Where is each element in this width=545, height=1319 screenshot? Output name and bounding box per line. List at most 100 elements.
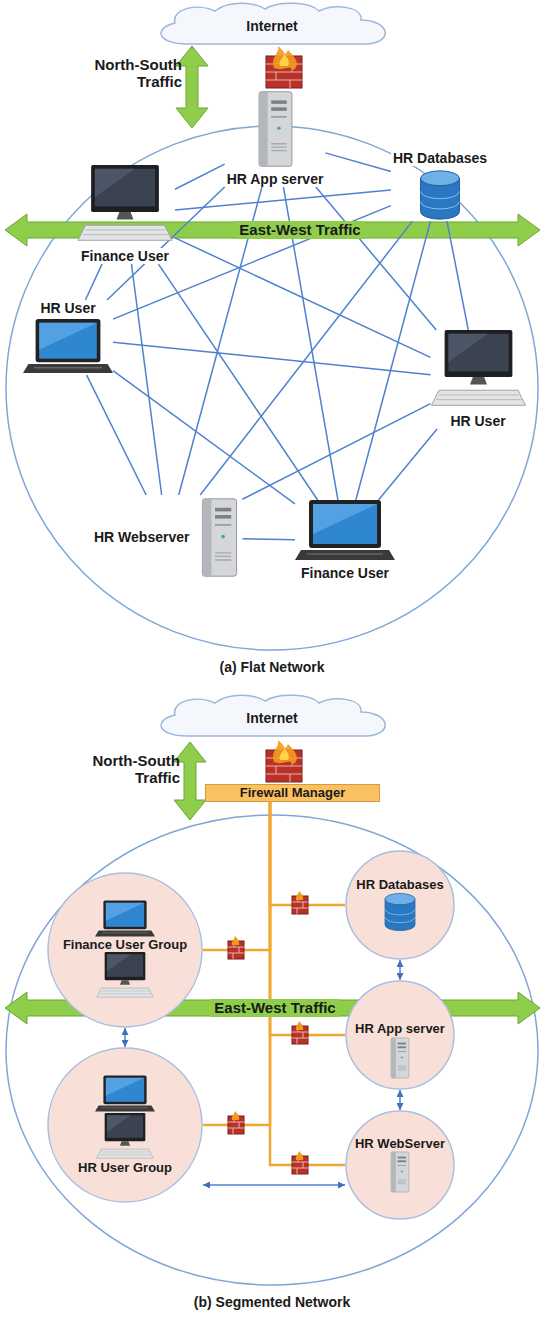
- drawing-path: [280, 748, 289, 760]
- drawing-path: [307, 553, 383, 555]
- segment-outline: [346, 981, 454, 1089]
- node-label: HR Webserver: [92, 529, 191, 545]
- drawing-div: Internet: [147, 2, 397, 46]
- node-label: Internet: [246, 710, 297, 726]
- traffic-label: North-South Traffic: [66, 752, 180, 787]
- segment-outline: [346, 1111, 454, 1219]
- segment-firewall-icon: [292, 1021, 308, 1044]
- drawing-div: Finance User: [295, 500, 395, 581]
- drawing-rect: [444, 330, 512, 377]
- device-node: HR User: [23, 300, 113, 375]
- drawing-rect: [203, 499, 237, 576]
- drawing-div: HR Databases: [391, 150, 489, 221]
- policy-bus-line: [270, 802, 345, 905]
- drawing-path: [106, 1077, 144, 1095]
- drawing-path: [23, 364, 113, 373]
- drawing-rect: [107, 1115, 143, 1138]
- drawing-rect: [271, 100, 287, 103]
- drawing-div: HR User: [431, 330, 526, 429]
- segment-firewall-icon: [292, 1151, 308, 1174]
- traffic-connector: [175, 164, 225, 189]
- drawing-rect: [309, 500, 381, 548]
- panel-caption: (b) Segmented Network: [194, 1294, 350, 1310]
- server-icon: [197, 495, 242, 580]
- drawing-ellipse: [385, 894, 415, 905]
- segment-firewall-icon: [292, 891, 308, 914]
- node-label: HR User: [448, 413, 507, 429]
- drawing-circle: [401, 1057, 403, 1059]
- drawing-div: Finance User Group: [47, 872, 203, 1028]
- drawing-path: [39, 323, 97, 350]
- drawing-rect: [391, 1038, 409, 1078]
- desktop-icon: [95, 952, 155, 1000]
- desktop-icon: [75, 165, 175, 245]
- traffic-connector: [378, 429, 437, 500]
- server-icon: [386, 1037, 414, 1079]
- drawing-div: HR Webserver: [92, 495, 242, 580]
- panel-caption: (a) Flat Network: [219, 659, 324, 675]
- drawing-path: [107, 955, 131, 972]
- device-node: HR User: [431, 330, 526, 429]
- drawing-path: [120, 1141, 130, 1146]
- segment-circle: Finance User Group: [47, 872, 203, 1028]
- drawing-rect: [398, 1050, 406, 1052]
- traffic-connector: [242, 538, 295, 540]
- traffic-connector: [175, 238, 431, 357]
- laptop-icon: [23, 319, 113, 375]
- drawing-path: [83, 230, 169, 235]
- node-label: HR Databases: [391, 150, 489, 166]
- drawing-div: HR User Group: [47, 1047, 203, 1203]
- drawing-circle: [222, 535, 226, 539]
- traffic-label: East-West Traffic: [210, 999, 339, 1016]
- drawing-rect: [95, 169, 155, 207]
- drawing-ellipse: [421, 171, 460, 186]
- drawing-rect: [391, 1152, 396, 1192]
- server-icon: [253, 90, 298, 168]
- segment-circle: HR Databases: [345, 850, 455, 960]
- node-label: Finance User Group: [63, 938, 187, 953]
- network-ellipse: [6, 126, 538, 650]
- internet-cloud: Internet: [147, 2, 397, 46]
- node-label: HR WebServer: [355, 1137, 445, 1152]
- node-label: Internet: [246, 18, 297, 34]
- drawing-rect: [107, 955, 143, 978]
- segment-circle: HR User Group: [47, 1047, 203, 1203]
- drawing-circle: [401, 1171, 403, 1173]
- drawing-path: [296, 891, 303, 900]
- traffic-arrow: [5, 214, 540, 246]
- node-label: Finance User: [299, 565, 391, 581]
- drawing-path: [102, 1107, 148, 1108]
- drawing-path: [232, 936, 239, 945]
- traffic-connector: [447, 221, 468, 330]
- policy-bus-line: [203, 802, 270, 1125]
- drawing-rect: [391, 1152, 409, 1192]
- traffic-connector: [356, 221, 431, 500]
- drawing-rect: [448, 334, 508, 372]
- segment-outline: [48, 1048, 202, 1202]
- segment-outline: [48, 873, 202, 1027]
- drawing-path: [102, 932, 148, 933]
- drawing-path: [97, 1149, 153, 1158]
- traffic-connector: [175, 190, 391, 210]
- drawing-path: [448, 334, 488, 362]
- traffic-label: North-South Traffic: [68, 56, 182, 91]
- drawing-path: [385, 910, 415, 924]
- drawing-path: [470, 377, 487, 385]
- drawing-path: [100, 1151, 151, 1154]
- drawing-rect: [398, 1157, 406, 1159]
- drawing-rect: [259, 92, 292, 167]
- drawing-path: [215, 553, 231, 560]
- drawing-path: [273, 740, 297, 764]
- drawing-path: [95, 169, 135, 197]
- device-node: HR Databases: [391, 150, 489, 221]
- firewall-icon: [266, 740, 302, 782]
- drawing-rect: [91, 165, 159, 212]
- desktop-icon: [431, 330, 526, 410]
- node-label: HR Databases: [356, 878, 443, 893]
- drawing-rect: [398, 1161, 406, 1163]
- drawing-path: [34, 367, 102, 368]
- drawing-path: [97, 989, 153, 998]
- node-label: HR User: [38, 300, 97, 316]
- traffic-connector: [124, 1028, 126, 1047]
